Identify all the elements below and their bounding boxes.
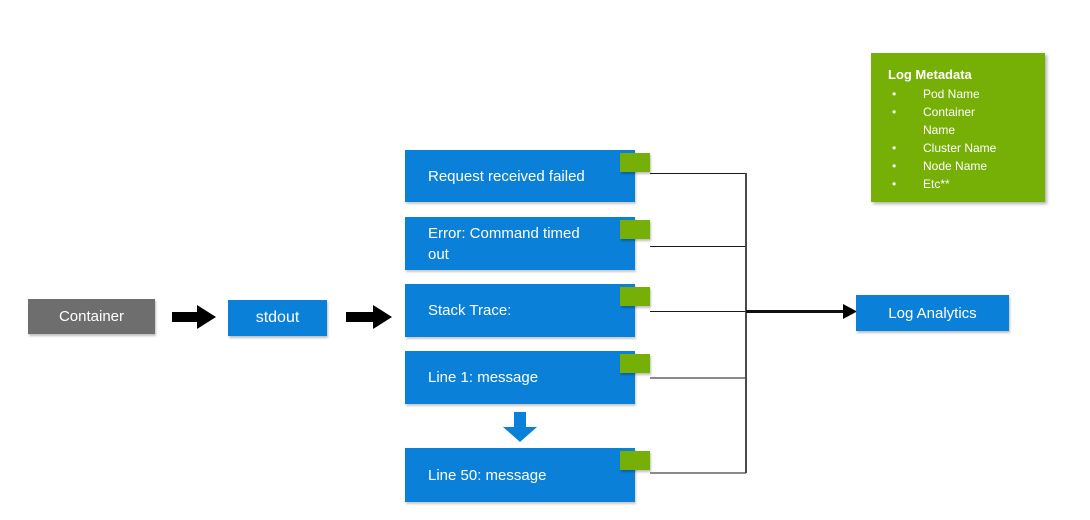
stdout-node: stdout [228,300,327,336]
metadata-tag [620,354,650,373]
log-metadata-box: Log Metadata Pod Name Container Name Clu… [871,53,1045,202]
container-node-label: Container [58,308,125,325]
log-metadata-item: Node Name [888,157,1037,175]
log-metadata-list: Pod Name Container Name Cluster Name Nod… [888,85,1037,193]
metadata-tag [620,220,650,239]
log-metadata-item: Container Name [888,103,1037,139]
connector-line [650,472,746,474]
connector-line [650,311,746,312]
metadata-tag [620,153,650,172]
log-message-box: Stack Trace: [405,284,650,337]
log-metadata-item: Pod Name [888,85,1037,103]
log-metadata-item: Etc** [888,175,1037,193]
log-message-label: Line 1: message [428,369,539,386]
right-arrow-icon [346,305,392,329]
container-node: Container [28,299,155,334]
log-message-box: Line 1: message [405,351,650,404]
connector-line [650,173,746,174]
down-arrow-icon [503,412,537,442]
log-analytics-node-label: Log Analytics [888,304,977,322]
metadata-tag [620,451,650,470]
connector-line [650,246,746,247]
log-message-label: Line 50: message [428,466,547,484]
right-arrow-icon [172,305,216,329]
log-message-label: Stack Trace: [428,302,512,319]
log-metadata-title: Log Metadata [888,67,972,82]
log-message-box: Line 50: message [405,448,650,502]
stdout-node-label: stdout [255,309,300,326]
metadata-tag [620,287,650,306]
log-analytics-node: Log Analytics [856,295,1009,331]
log-message-box: Request received failed [405,150,650,202]
log-message-label: Error: Command timed out [428,224,580,263]
log-message-box: Error: Command timed out [405,217,650,270]
connector-line [650,377,746,379]
log-metadata-item: Cluster Name [888,139,1037,157]
log-message-label: Request received failed [428,167,585,185]
main-arrow-line [746,310,845,313]
arrowhead-icon [843,304,857,319]
connector-trunk-line [745,173,747,473]
